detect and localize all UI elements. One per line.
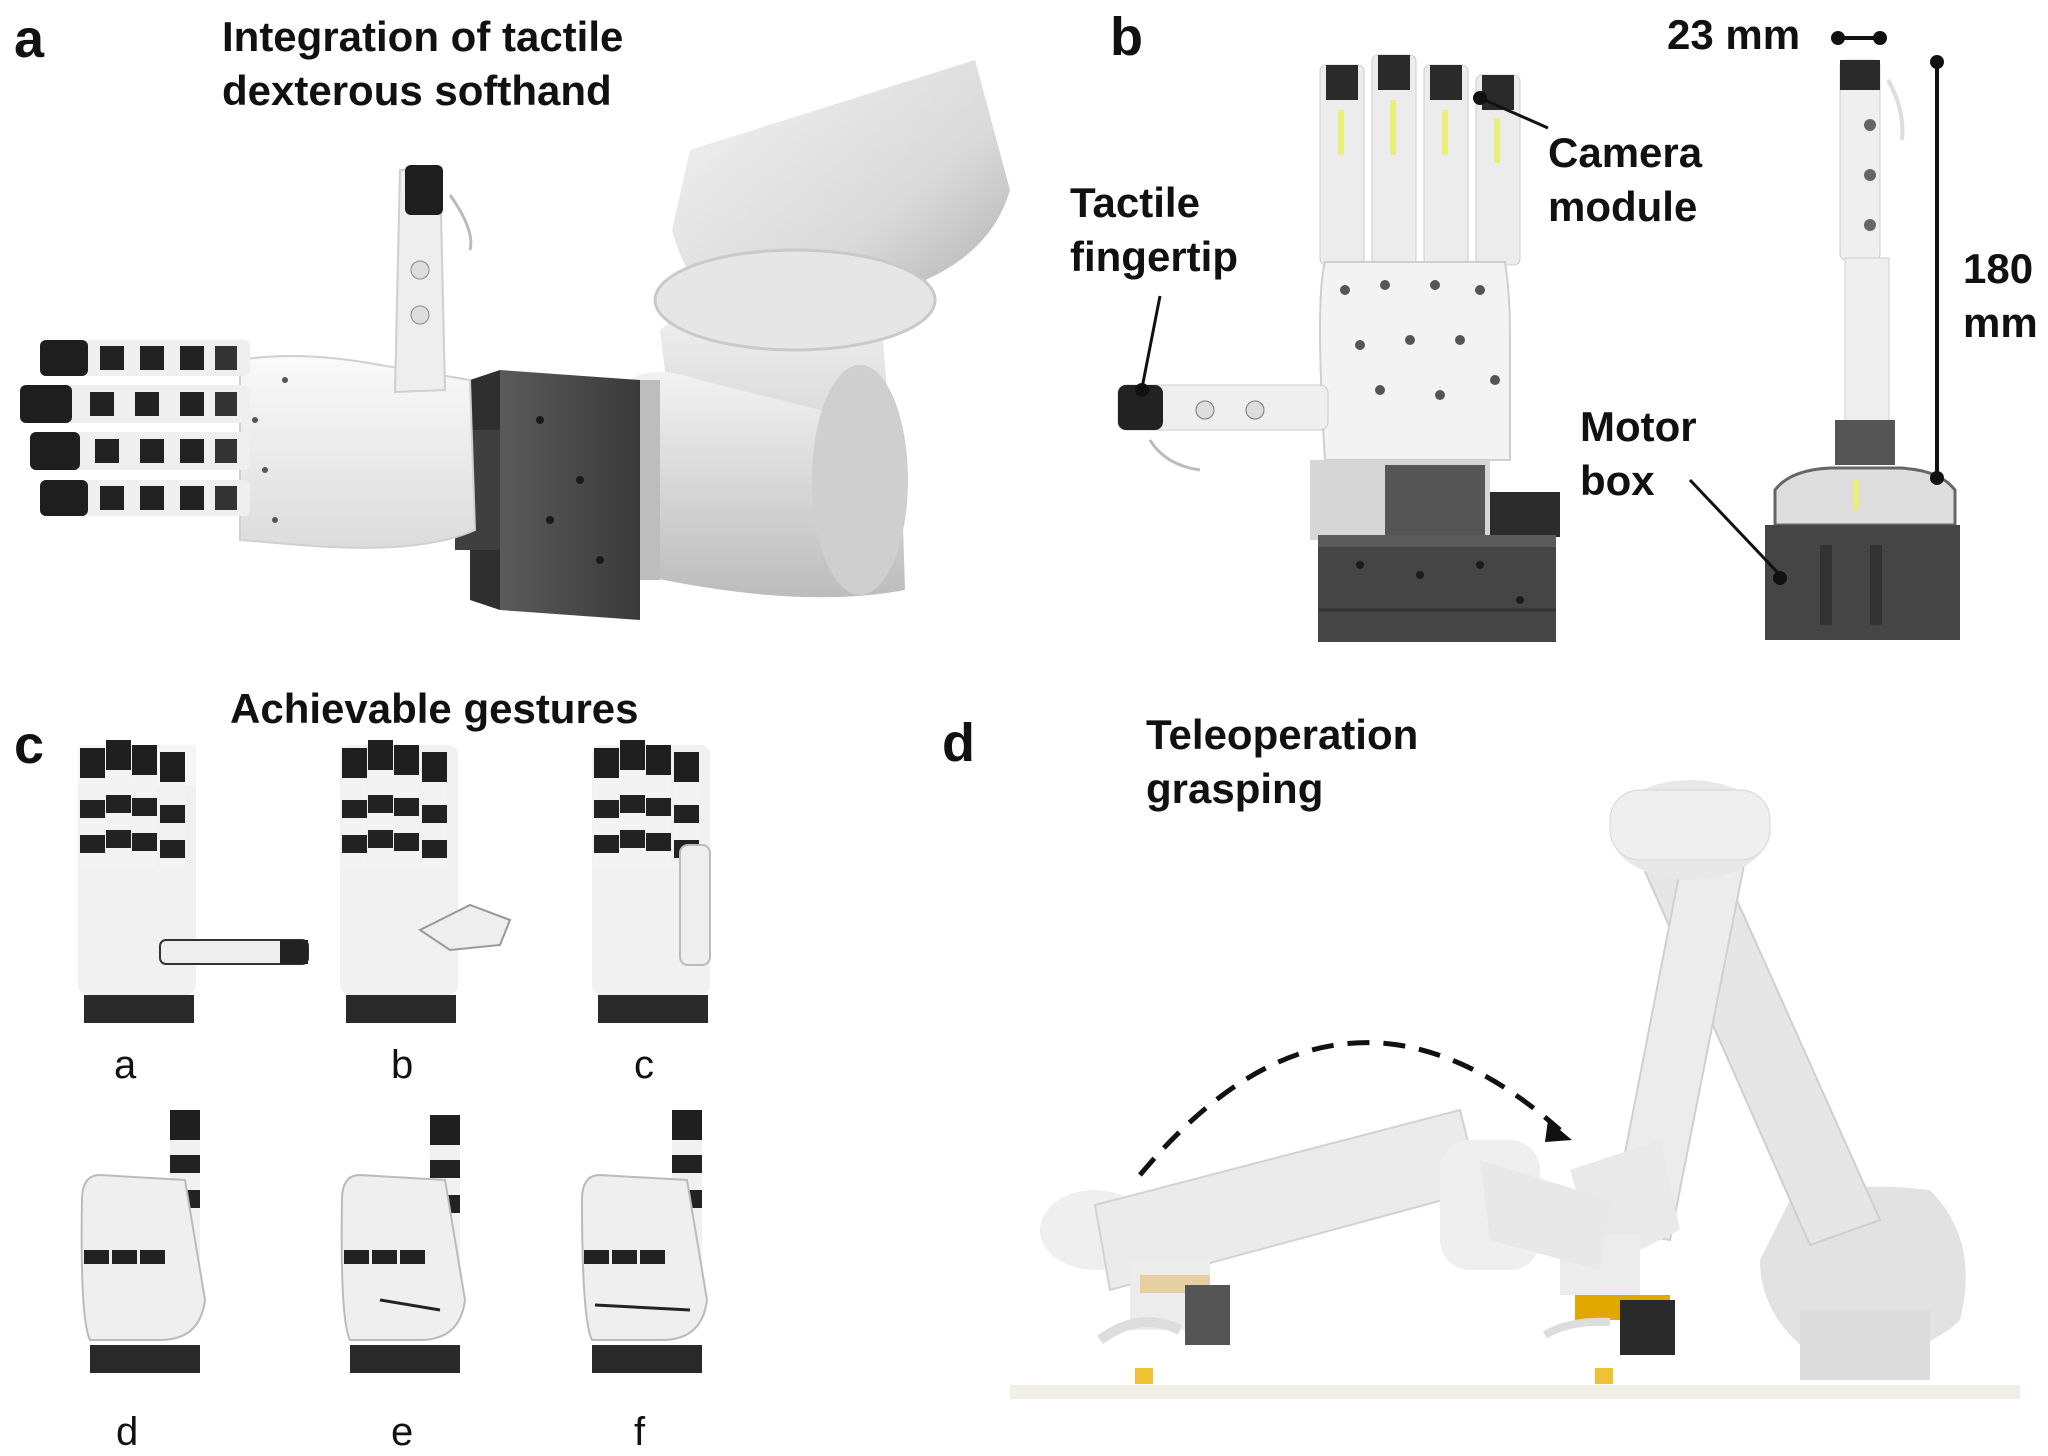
hand-side-view [1765, 59, 1960, 640]
object-cube-left [1135, 1368, 1153, 1384]
camera-module-line1: Camera [1548, 129, 1703, 176]
gesture-d-image [80, 1110, 207, 1373]
camera-module-line2: module [1548, 183, 1698, 230]
object-cube-right [1595, 1368, 1613, 1384]
hand-front-view [1117, 54, 1560, 642]
panel-a-title-line2: dexterous softhand [222, 67, 612, 114]
panel-b-label: b [1110, 7, 1143, 67]
tactile-fingertip-line2: fingertip [1070, 233, 1238, 280]
dimension-180mm [1930, 55, 1944, 485]
robot-upright [1542, 780, 1966, 1380]
dimension-23mm [1831, 31, 1887, 45]
gesture-label-b: b [391, 1043, 414, 1087]
panel-d-label: d [942, 713, 975, 773]
gesture-f-image [580, 1110, 709, 1373]
floor [1010, 1385, 2020, 1399]
panel-d-title-line1: Teleoperation [1146, 711, 1419, 758]
gesture-label-f: f [634, 1410, 646, 1454]
width-dimension-label: 23 mm [1667, 11, 1801, 58]
motor-box-a [455, 370, 640, 620]
gesture-b-image [340, 740, 512, 1023]
gesture-e-image [340, 1115, 467, 1373]
motor-box-line2: box [1580, 457, 1655, 504]
thumb-a [393, 165, 473, 394]
gesture-a-image [78, 740, 309, 1023]
height-dimension-line1: 180 [1963, 245, 2034, 292]
gesture-c-image [592, 740, 711, 1023]
leader-lines-b [1135, 91, 1787, 585]
palm-a [239, 355, 477, 549]
fingers-a [20, 340, 250, 516]
gesture-label-a: a [114, 1043, 137, 1087]
robot-arm-a [620, 60, 1010, 598]
height-dimension-line2: mm [1963, 299, 2038, 346]
panel-a-title-line1: Integration of tactile [222, 13, 624, 60]
tactile-fingertip-line1: Tactile [1070, 179, 1200, 226]
panel-c-title: Achievable gestures [230, 685, 639, 732]
trajectory-arrow [1138, 1040, 1572, 1177]
robot-extended [1040, 1108, 1610, 1345]
panel-a-label: a [14, 9, 45, 69]
gesture-label-e: e [391, 1410, 414, 1454]
gesture-label-d: d [116, 1410, 139, 1454]
panel-d-title-line2: grasping [1146, 765, 1324, 812]
panel-c-label: c [14, 715, 45, 775]
motor-box-line1: Motor [1580, 403, 1697, 450]
gesture-label-c: c [634, 1043, 654, 1087]
